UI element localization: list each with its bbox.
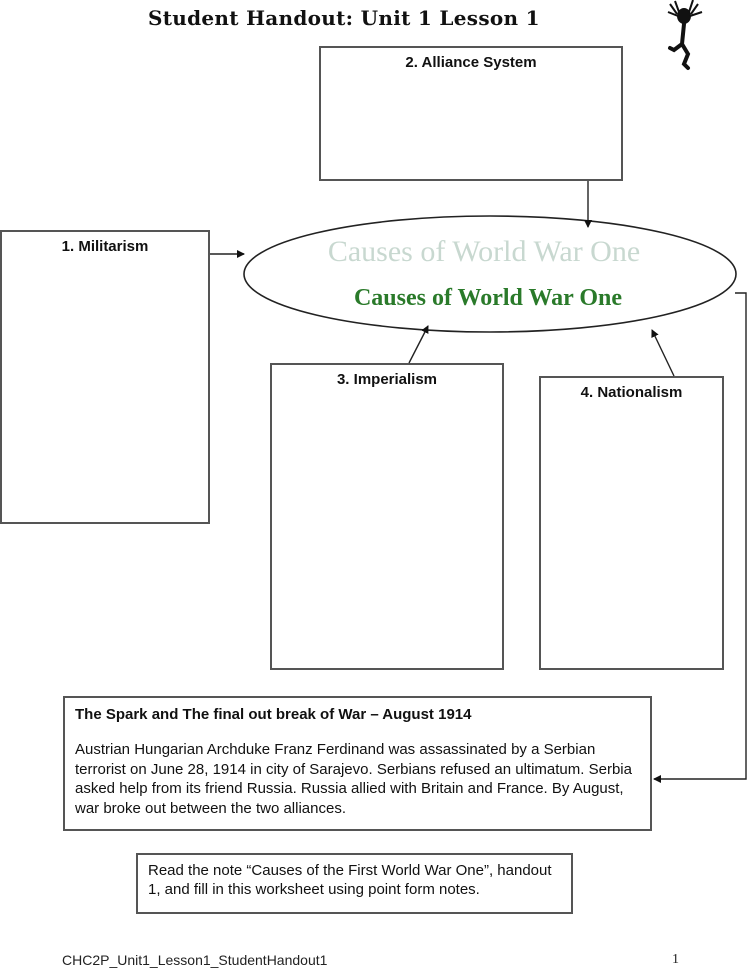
instructions-box: Read the note “Causes of the First World… [136, 853, 573, 914]
militarism-box[interactable]: 1. Militarism [0, 230, 210, 524]
nationalism-box[interactable]: 4. Nationalism [539, 376, 724, 670]
alliance-system-box[interactable]: 2. Alliance System [319, 46, 623, 181]
militarism-label: 1. Militarism [61, 238, 149, 255]
page-title: Student Handout: Unit 1 Lesson 1 [148, 6, 540, 30]
nationalism-label: 4. Nationalism [580, 384, 683, 401]
spark-box: The Spark and The final out break of War… [63, 696, 652, 831]
center-ellipse [243, 215, 737, 333]
ellipse-main-title: Causes of World War One [354, 285, 622, 311]
spark-body: Austrian Hungarian Archduke Franz Ferdin… [75, 741, 632, 817]
spark-title: The Spark and The final out break of War… [75, 706, 472, 723]
ellipse-faded-title: Causes of World War One [328, 235, 640, 268]
instructions-text: Read the note “Causes of the First World… [148, 862, 552, 898]
footer-filename: CHC2P_Unit1_Lesson1_StudentHandout1 [62, 952, 328, 968]
alliance-system-label: 2. Alliance System [405, 54, 537, 71]
footer-page-number: 1 [672, 952, 679, 967]
imperialism-label: 3. Imperialism [336, 371, 438, 388]
screaming-stick-figure-icon [667, 0, 703, 70]
imperialism-box[interactable]: 3. Imperialism [270, 363, 504, 670]
